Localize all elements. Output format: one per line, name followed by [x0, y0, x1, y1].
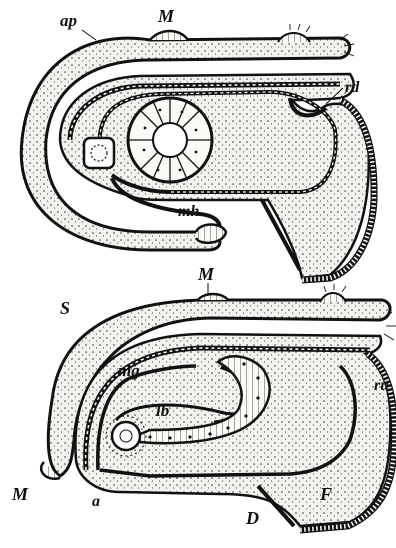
upper-right-bump	[278, 33, 310, 42]
label-a: a	[92, 493, 100, 510]
label-m-mid: M	[197, 264, 215, 284]
upper-m-bump	[150, 31, 188, 40]
lower-m-bump-top	[198, 294, 228, 300]
rosette-cell-cluster	[128, 98, 212, 182]
label-m-top: M	[157, 6, 175, 26]
label-d: D	[245, 508, 259, 528]
upper-vesicle	[84, 138, 114, 168]
lower-embryo-section: S mg lb ru M a D F	[11, 284, 396, 530]
label-ru: ru	[374, 377, 389, 394]
lower-right-bump	[320, 293, 346, 302]
label-lb: lb	[156, 401, 169, 420]
upper-embryo-section: ap M rd mh M	[21, 6, 374, 294]
label-mg: mg	[118, 361, 140, 380]
label-rd: rd	[345, 79, 360, 96]
label-m-bottom: M	[11, 484, 29, 504]
upper-mh-tip	[196, 225, 226, 243]
label-mh: mh	[178, 203, 199, 220]
label-f: F	[319, 484, 332, 504]
label-s: S	[60, 298, 70, 318]
label-ap: ap	[60, 11, 77, 30]
